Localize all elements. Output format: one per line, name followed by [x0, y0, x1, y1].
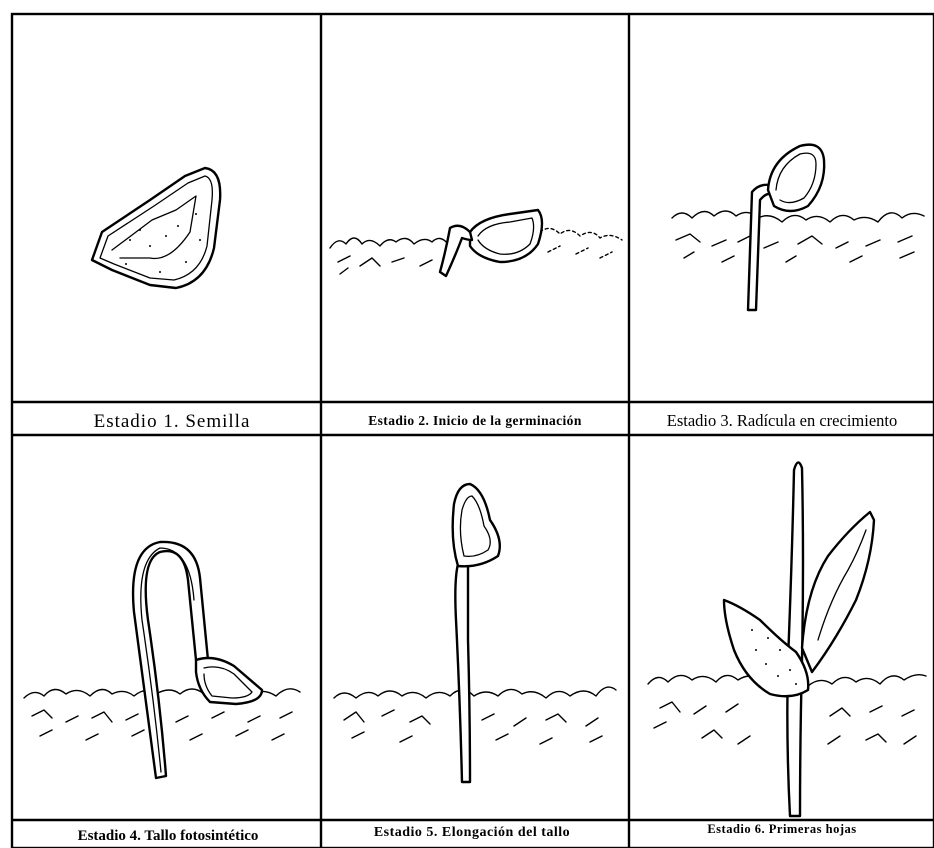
stage-caption: Estadio 1. Semilla: [94, 411, 251, 432]
stage-caption: Estadio 3. Radícula en crecimiento: [667, 411, 897, 430]
stage-caption: Estadio 5. Elongación del tallo: [374, 825, 570, 840]
seedling-leaves-drawing: [724, 462, 874, 816]
germinating-seed-drawing: [440, 210, 542, 276]
soil-line: [334, 687, 616, 744]
stage-5-panel: Estadio 5. Elongación del tallo: [334, 484, 616, 840]
stage-4-panel: Estadio 4. Tallo fotosintético: [24, 542, 300, 844]
seedling-hook-drawing: [133, 542, 262, 778]
stage-caption: Estadio 4. Tallo fotosintético: [78, 828, 259, 844]
stage-caption: Estadio 2. Inicio de la germinación: [368, 413, 582, 428]
stage-2-panel: Estadio 2. Inicio de la germinación: [330, 210, 622, 428]
seed-drawing: [92, 168, 220, 288]
seedling-radicle-drawing: [748, 145, 824, 310]
stage-3-panel: Estadio 3. Radícula en crecimiento: [667, 145, 924, 430]
stage-6-panel: Estadio 6. Primeras hojas: [648, 462, 926, 836]
stage-caption: Estadio 6. Primeras hojas: [707, 822, 856, 836]
soil-line: [672, 211, 924, 262]
seedling-elongated-drawing: [453, 484, 500, 782]
stage-1-panel: Estadio 1. Semilla: [92, 168, 250, 432]
